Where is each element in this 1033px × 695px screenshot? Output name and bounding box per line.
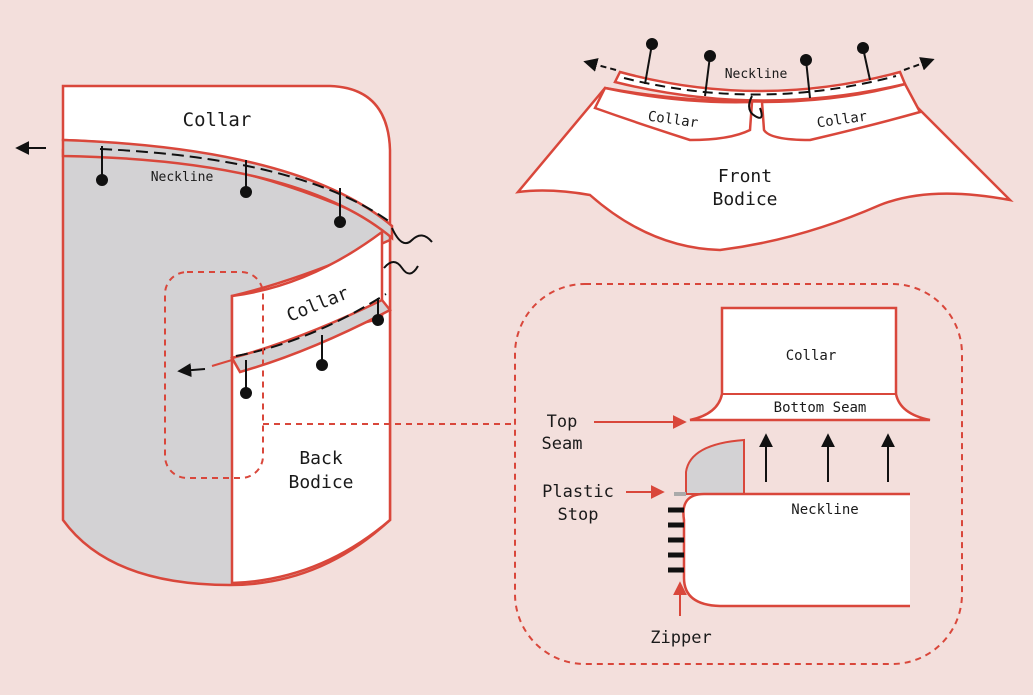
back-collar-inner-strip	[230, 298, 392, 374]
detail-neckline-piece	[682, 492, 910, 608]
front-pins	[644, 38, 871, 99]
back-pins-inner	[240, 298, 384, 399]
detail-bottom-seam-label: Bottom Seam	[774, 400, 867, 416]
back-neckline-stitch	[99, 148, 391, 223]
detail-frame	[514, 283, 963, 665]
detail-neck-grey	[685, 438, 745, 495]
back-collar-top-label: Collar	[183, 109, 252, 131]
zipper-label: Zipper	[650, 628, 711, 648]
detail-up-arrows	[759, 433, 895, 482]
back-bodice-label-line1: Back	[299, 448, 343, 469]
zoom-source-region	[164, 271, 264, 479]
back-inner-arrow-head	[177, 363, 206, 378]
thread-tail-inner	[383, 261, 419, 275]
front-collar-right-label: Collar	[816, 109, 868, 132]
back-neckline-strip	[61, 138, 394, 241]
front-arrow-right	[903, 57, 935, 71]
front-arrow-left	[583, 58, 617, 72]
detail-neckline-label: Neckline	[791, 502, 858, 518]
front-neckline-label: Neckline	[725, 67, 788, 82]
front-collar-right	[760, 82, 922, 142]
detail-zipper-teeth	[668, 507, 684, 573]
top-seam-label-line2: Seam	[542, 434, 583, 454]
plastic-stop-label-line2: Stop	[558, 505, 599, 525]
thread-tail-top	[391, 227, 433, 244]
plastic-stop-label-line1: Plastic	[542, 482, 614, 502]
back-view-illustration: Collar Neckline Collar Back Bodice	[15, 84, 515, 587]
back-bodice-label-line2: Bodice	[288, 472, 353, 493]
front-thread-tail	[748, 95, 763, 119]
front-collar-left-label: Collar	[647, 109, 699, 132]
front-view-illustration: Neckline Collar Collar Front Bodice	[515, 38, 1014, 252]
front-bodice-label-line1: Front	[718, 166, 772, 187]
back-pins-top	[96, 146, 346, 228]
back-collar-inner-stitch	[235, 293, 387, 357]
top-seam-label-line1: Top	[547, 412, 578, 432]
back-inner-arrow	[211, 359, 233, 367]
front-collar-left	[593, 86, 754, 142]
detail-collar-label: Collar	[786, 348, 837, 364]
front-neckline-stitch	[623, 75, 897, 96]
back-neckline-label: Neckline	[151, 170, 214, 185]
front-neckline-strip	[613, 70, 907, 102]
front-bodice-label-line2: Bodice	[712, 189, 777, 210]
detail-collar-piece	[689, 306, 931, 422]
detail-zoom-panel: Collar Bottom Seam Top Seam Plastic Stop…	[514, 283, 963, 665]
